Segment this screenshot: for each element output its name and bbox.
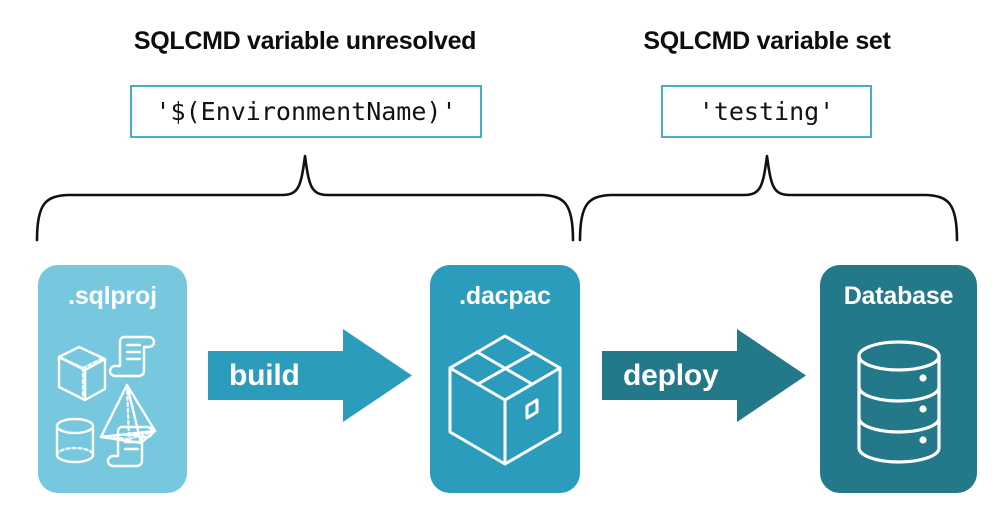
sqlproj-artwork <box>38 321 187 483</box>
arrow-build: build <box>208 329 412 422</box>
package-box-icon <box>448 334 562 466</box>
section-title-unresolved: SQLCMD variable unresolved <box>133 27 477 55</box>
scroll-icon <box>108 335 155 378</box>
scroll-icon <box>106 425 153 468</box>
code-box-set-value: 'testing' <box>661 85 872 138</box>
database-cylinder-icon <box>856 340 941 464</box>
arrow-deploy: deploy <box>602 329 806 422</box>
sqlproj-icon-group <box>55 335 156 468</box>
cube-icon <box>57 345 106 402</box>
arrow-deploy-shape <box>602 329 806 422</box>
stage-label-dacpac: .dacpac <box>459 282 551 310</box>
dacpac-artwork <box>430 321 580 483</box>
code-box-unresolved-value: '$(EnvironmentName)' <box>130 85 482 138</box>
cylinder-icon <box>55 417 94 464</box>
stage-box-sqlproj: .sqlproj <box>38 265 187 493</box>
arrow-build-shape <box>208 329 412 422</box>
curly-brace-right <box>578 154 959 242</box>
stage-box-dacpac: .dacpac <box>430 265 580 493</box>
section-title-set: SQLCMD variable set <box>643 27 891 55</box>
stage-label-sqlproj: .sqlproj <box>68 282 157 310</box>
curly-brace-left <box>35 154 575 242</box>
database-artwork <box>820 321 977 483</box>
stage-box-database: Database <box>820 265 977 493</box>
stage-label-database: Database <box>843 282 954 310</box>
